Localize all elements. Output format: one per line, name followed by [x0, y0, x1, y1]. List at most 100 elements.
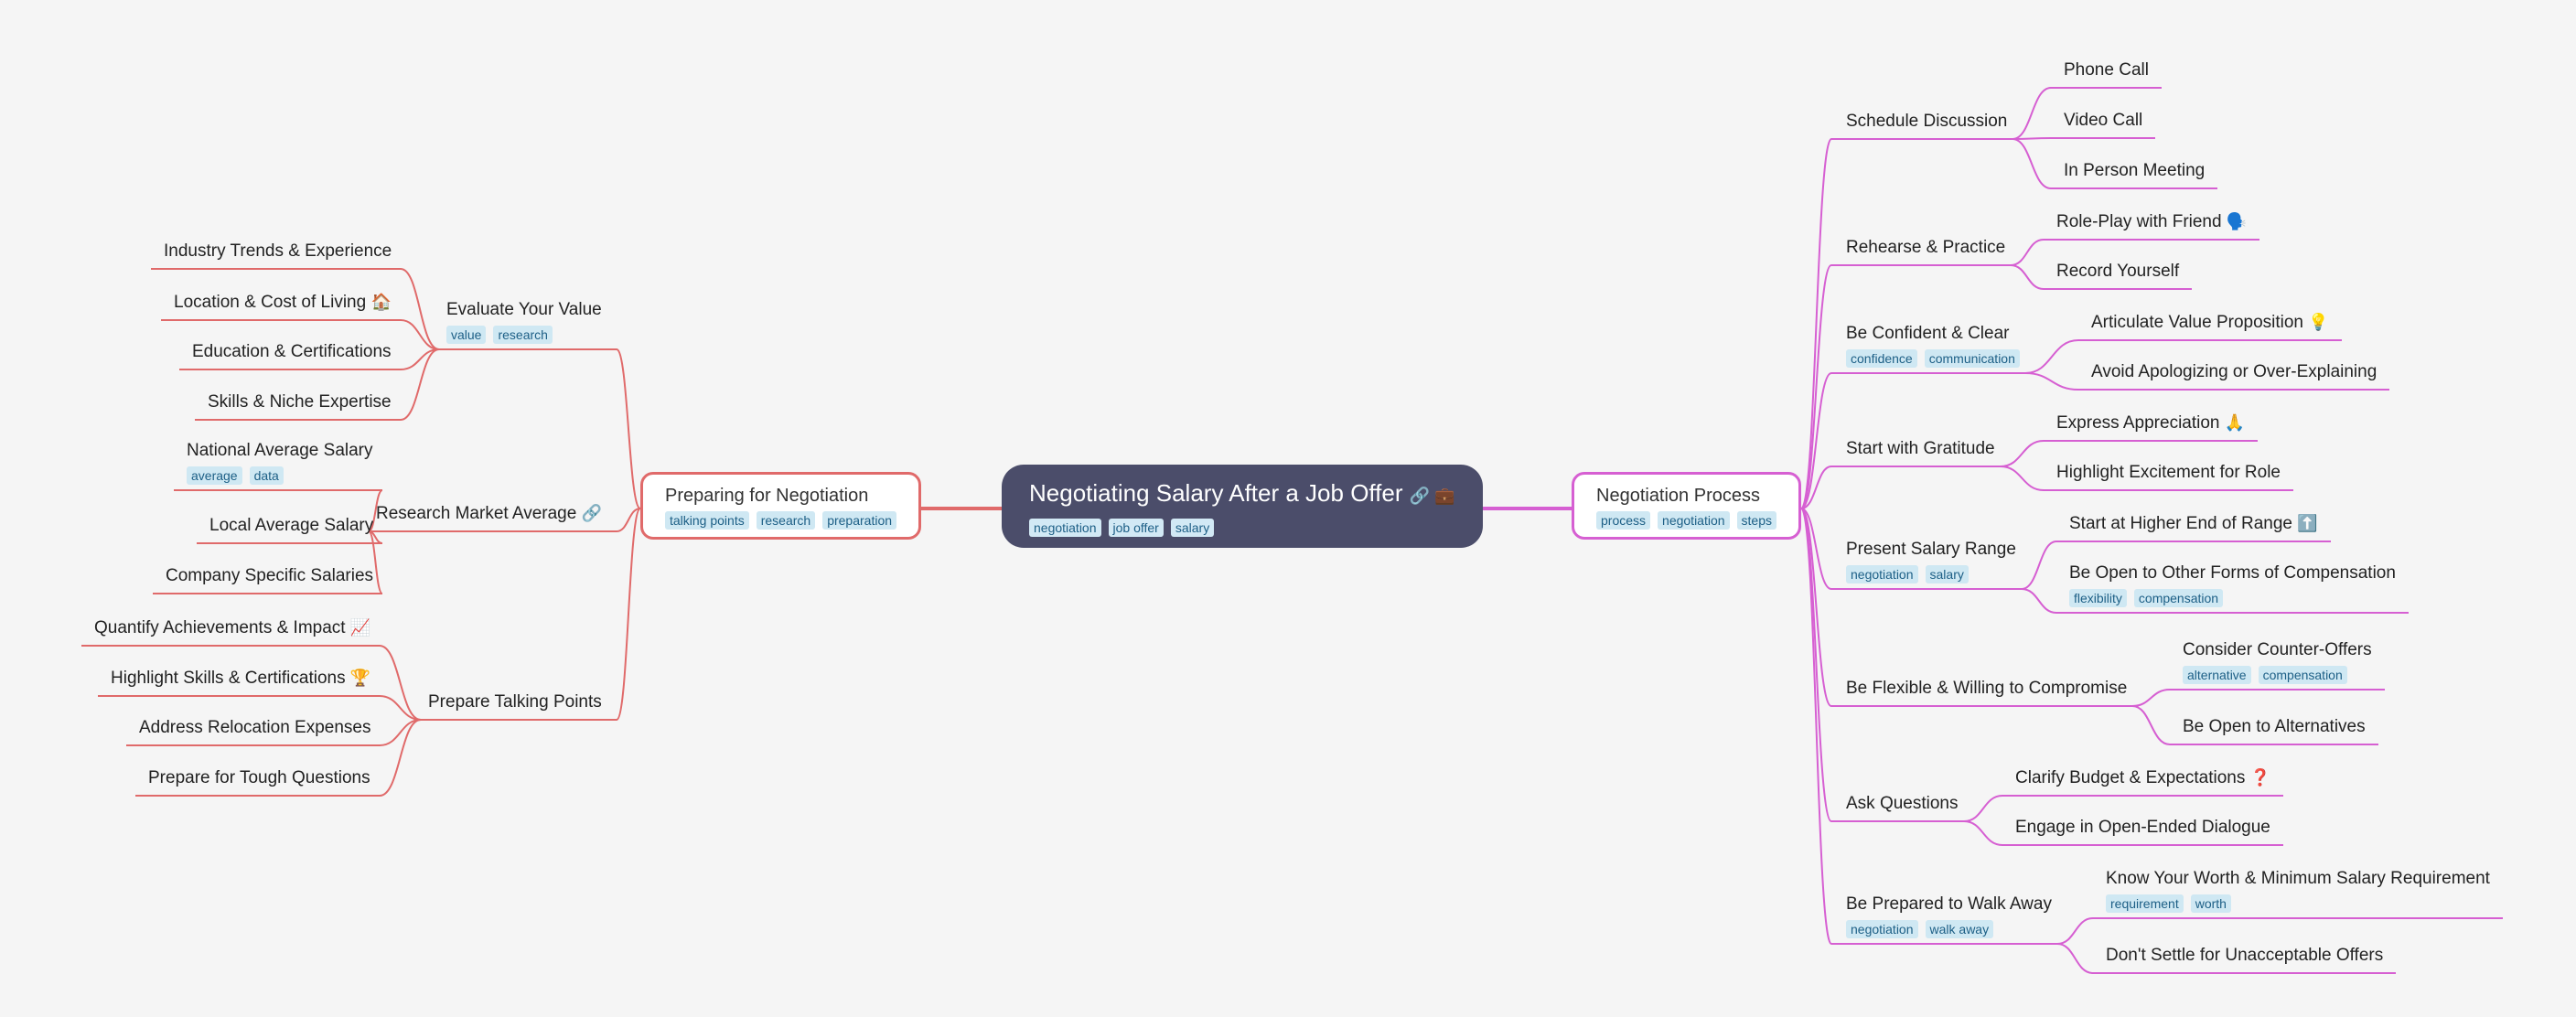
- topic-title: National Average Salary: [187, 441, 373, 460]
- topic-label: Phone Call: [2064, 59, 2149, 82]
- topic-label: Start at Higher End of Range ⬆️: [2069, 511, 2318, 536]
- topic-video-call[interactable]: Video Call: [2064, 109, 2142, 133]
- topic-quantify-achievements-impact[interactable]: Quantify Achievements & Impact 📈: [94, 616, 370, 640]
- topic-highlight-excitement-for-role[interactable]: Highlight Excitement for Role: [2056, 461, 2281, 485]
- topic-label: Rehearse & Practice: [1846, 236, 2005, 260]
- topic-label: Local Average Salary: [209, 514, 373, 538]
- topic-rehearse-practice[interactable]: Rehearse & Practice: [1846, 236, 2005, 260]
- topic-tag: negotiation: [1846, 920, 1918, 938]
- topic-title: Quantify Achievements & Impact: [94, 618, 346, 637]
- topic-be-flexible-willing-to-compromise[interactable]: Be Flexible & Willing to Compromise: [1846, 677, 2127, 701]
- topic-label: Location & Cost of Living 🏠: [174, 290, 392, 315]
- connector-line: [1800, 466, 1832, 509]
- root-tag: job offer: [1108, 519, 1164, 537]
- topic-industry-trends-experience[interactable]: Industry Trends & Experience: [164, 240, 392, 263]
- topic-emoji-icon: 💡: [2308, 313, 2329, 331]
- root-tag: negotiation: [1029, 519, 1101, 537]
- topic-emoji-icon: 🏠: [370, 293, 392, 311]
- connector-line: [1800, 508, 1832, 590]
- topic-title: In Person Meeting: [2064, 161, 2206, 180]
- topic-title: Role-Play with Friend: [2056, 212, 2222, 231]
- topic-clarify-budget-expectations[interactable]: Clarify Budget & Expectations ❓: [2015, 765, 2270, 790]
- topic-schedule-discussion[interactable]: Schedule Discussion: [1846, 110, 2007, 134]
- topic-be-open-to-alternatives[interactable]: Be Open to Alternatives: [2183, 715, 2366, 739]
- topic-tag: walk away: [1925, 920, 1994, 938]
- topic-start-at-higher-end-of-range[interactable]: Start at Higher End of Range ⬆️: [2069, 511, 2318, 536]
- topic-title: Highlight Skills & Certifications: [111, 669, 346, 688]
- topic-tag: salary: [1925, 565, 1969, 583]
- topic-role-play-with-friend[interactable]: Role-Play with Friend 🗣️: [2056, 209, 2247, 234]
- topic-title: Be Open to Alternatives: [2183, 717, 2366, 736]
- topic-start-with-gratitude[interactable]: Start with Gratitude: [1846, 437, 1995, 461]
- topic-address-relocation-expenses[interactable]: Address Relocation Expenses: [139, 716, 370, 740]
- topic-skills-niche-expertise[interactable]: Skills & Niche Expertise: [208, 391, 392, 414]
- topic-prepare-for-tough-questions[interactable]: Prepare for Tough Questions: [148, 766, 370, 790]
- topic-prepare-talking-points[interactable]: Prepare Talking Points: [428, 690, 602, 714]
- topic-label: Clarify Budget & Expectations ❓: [2015, 765, 2270, 790]
- connector-line: [616, 348, 641, 509]
- topic-title: Know Your Worth & Minimum Salary Require…: [2106, 869, 2490, 888]
- topic-label: Quantify Achievements & Impact 📈: [94, 616, 370, 640]
- topic-research-market-average[interactable]: Research Market Average 🔗: [376, 501, 602, 526]
- connector-line: [1963, 795, 2003, 822]
- topic-label: Don't Settle for Unacceptable Offers: [2106, 944, 2383, 968]
- topic-tag: data: [249, 466, 284, 485]
- branch-tag: negotiation: [1658, 511, 1730, 530]
- connector-line: [2012, 87, 2052, 140]
- topic-engage-in-open-ended-dialogue[interactable]: Engage in Open-Ended Dialogue: [2015, 816, 2270, 840]
- topic-highlight-skills-certifications[interactable]: Highlight Skills & Certifications 🏆: [111, 666, 370, 690]
- topic-articulate-value-proposition[interactable]: Articulate Value Proposition 💡: [2091, 310, 2329, 335]
- topic-title: Ask Questions: [1846, 794, 1959, 813]
- branch-preparing-for-negotiation[interactable]: Preparing for Negotiation talking points…: [640, 472, 922, 540]
- topic-avoid-apologizing-or-over-explaining[interactable]: Avoid Apologizing or Over-Explaining: [2091, 360, 2377, 384]
- topic-phone-call[interactable]: Phone Call: [2064, 59, 2149, 82]
- topic-ask-questions[interactable]: Ask Questions: [1846, 792, 1959, 816]
- topic-local-average-salary[interactable]: Local Average Salary: [209, 514, 373, 538]
- topic-emoji-icon: ❓: [2249, 768, 2271, 787]
- topic-emoji-icon: 🏆: [349, 669, 371, 687]
- topic-tag: negotiation: [1846, 565, 1918, 583]
- connector-line: [2021, 588, 2057, 614]
- connector-line: [379, 695, 422, 721]
- connector-line: [400, 268, 440, 350]
- topic-label: In Person Meeting: [2064, 159, 2205, 183]
- topic-emoji-icon: 🗣️: [2226, 212, 2248, 230]
- branch-tag: talking points: [665, 511, 749, 530]
- connector-line: [616, 508, 641, 532]
- topic-title: Prepare Talking Points: [428, 692, 602, 712]
- topic-title: Company Specific Salaries: [166, 566, 374, 585]
- topic-label: Company Specific Salaries: [166, 564, 373, 588]
- topic-label: Express Appreciation 🙏: [2056, 411, 2245, 435]
- topic-title: Be Confident & Clear: [1846, 324, 2010, 343]
- topic-record-yourself[interactable]: Record Yourself: [2056, 260, 2179, 284]
- connector-line: [1963, 820, 2003, 846]
- connector-line: [1800, 372, 1832, 509]
- branch-tag: research: [756, 511, 816, 530]
- topic-location-cost-of-living[interactable]: Location & Cost of Living 🏠: [174, 290, 392, 315]
- connector-line: [1800, 508, 1832, 707]
- topic-title: Clarify Budget & Expectations: [2015, 768, 2246, 787]
- topic-title: Record Yourself: [2056, 262, 2180, 281]
- topic-know-your-worth-minimum-salary-requirement[interactable]: Know Your Worth & Minimum Salary Require…: [2106, 867, 2490, 913]
- topic-education-certifications[interactable]: Education & Certifications: [192, 340, 392, 364]
- branch-tag: preparation: [822, 511, 897, 530]
- branch-tag: steps: [1736, 511, 1777, 530]
- topic-express-appreciation[interactable]: Express Appreciation 🙏: [2056, 411, 2245, 435]
- topic-don-t-settle-for-unacceptable-offers[interactable]: Don't Settle for Unacceptable Offers: [2106, 944, 2383, 968]
- topic-label: Be Open to Other Forms of Compensation: [2069, 562, 2396, 585]
- topic-company-specific-salaries[interactable]: Company Specific Salaries: [166, 564, 373, 588]
- connector-line: [2021, 541, 2057, 590]
- root-node[interactable]: Negotiating Salary After a Job Offer 🔗 💼…: [1002, 465, 1483, 548]
- connector-line: [1800, 138, 1832, 509]
- topic-title: Start at Higher End of Range: [2069, 514, 2292, 533]
- branch-negotiation-process[interactable]: Negotiation Process process negotiation …: [1572, 472, 1802, 540]
- topic-in-person-meeting[interactable]: In Person Meeting: [2064, 159, 2205, 183]
